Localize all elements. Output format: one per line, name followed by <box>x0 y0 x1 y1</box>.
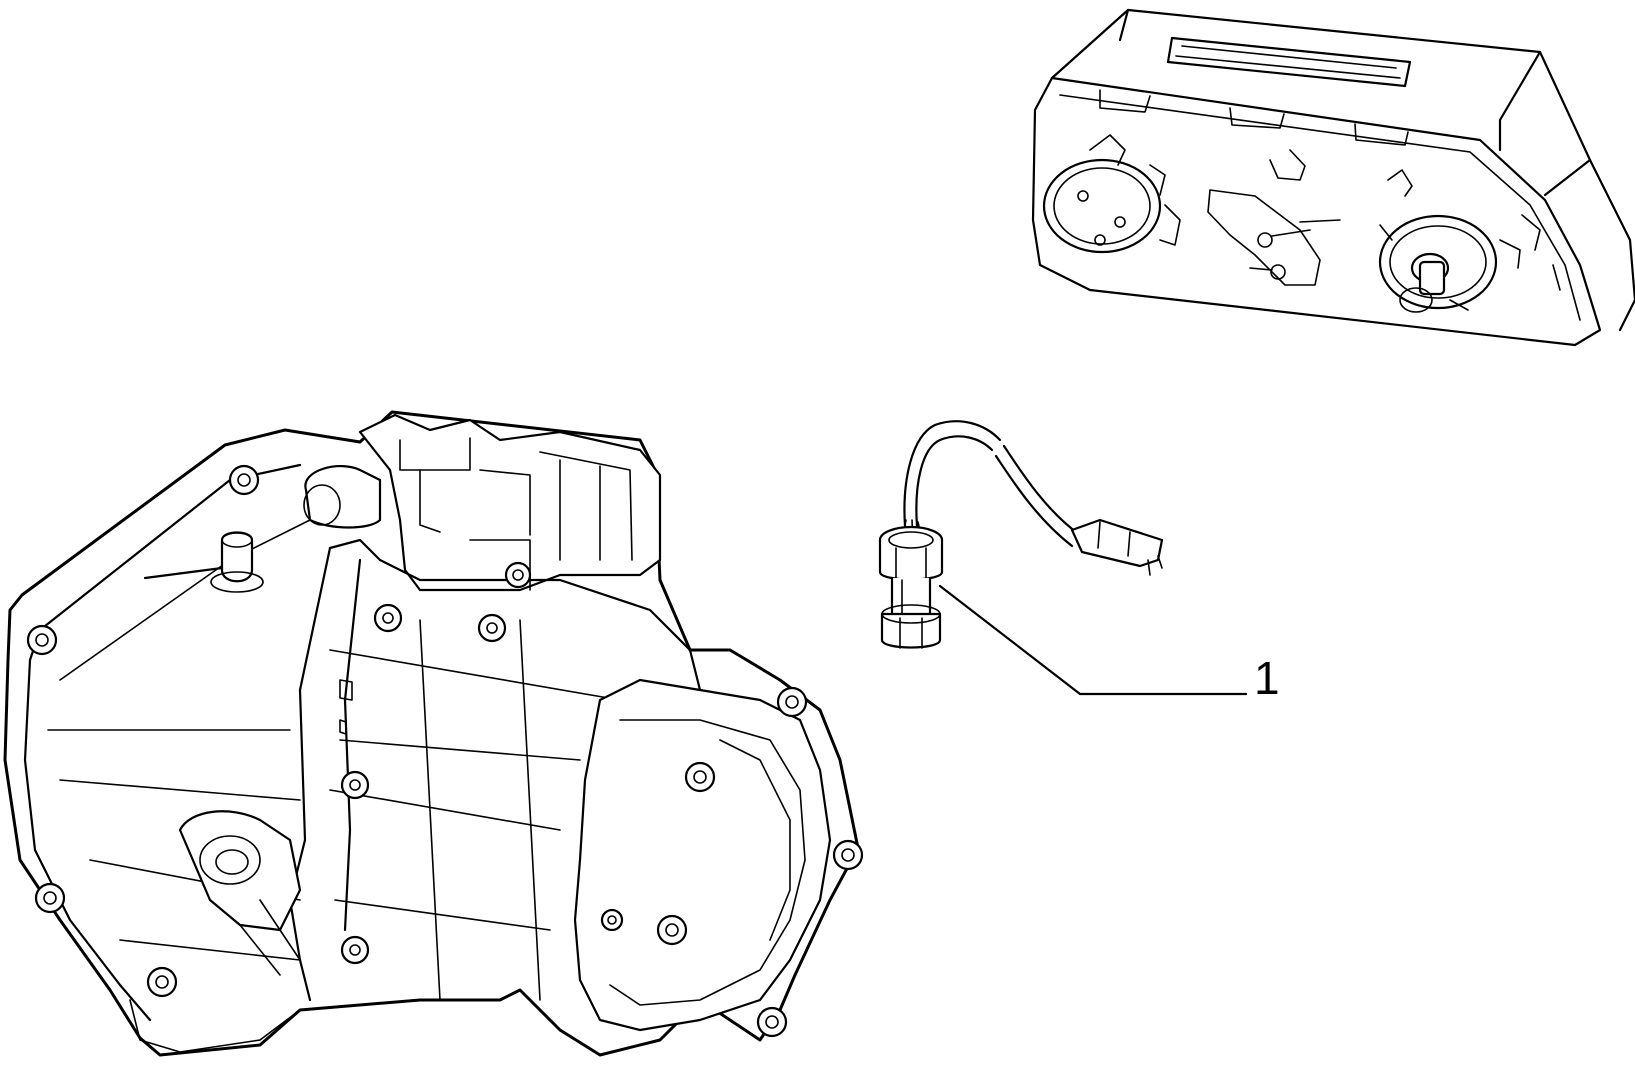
instrument-cluster-icon <box>1031 8 1635 347</box>
gearbox-icon <box>3 410 864 1057</box>
speed-sensor-icon <box>878 420 1164 649</box>
callout-label-1: 1 <box>1254 652 1280 704</box>
callout-leader-line <box>938 584 1248 696</box>
